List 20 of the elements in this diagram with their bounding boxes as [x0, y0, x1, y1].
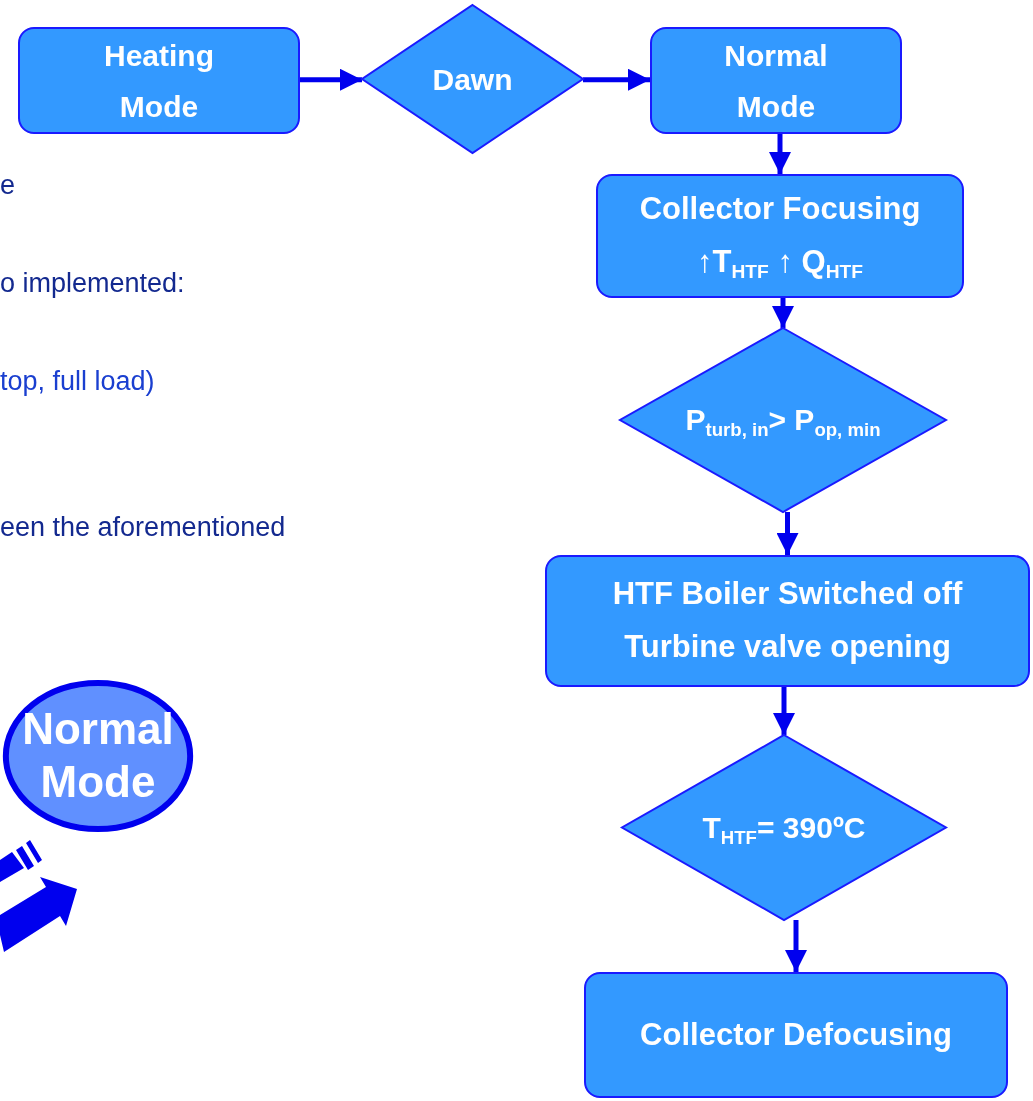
decision-diamond: Dawn: [362, 5, 583, 153]
arrow: [773, 687, 795, 735]
arrow: [772, 298, 794, 328]
arrow: [785, 920, 807, 972]
text-fragment: o implemented:: [0, 268, 185, 299]
arrow: [776, 512, 799, 555]
process-box: HTF Boiler Switched off Turbine valve opening: [545, 555, 1030, 687]
mode-ellipse: Normal Mode: [3, 680, 193, 832]
arrow: [583, 68, 650, 91]
arrow: [769, 134, 791, 174]
process-box: Collector Defocusing: [584, 972, 1008, 1098]
process-box: Heating Mode: [18, 27, 300, 134]
decision-diamond: P$_{turb, in}$> P$_{op, min}$: [620, 328, 946, 512]
text-fragment: een the aforementioned: [0, 512, 286, 543]
process-box: Collector Focusing ↑T$_{HTF}$ ↑ Q$_{HTF}$: [596, 174, 964, 298]
arrow: [300, 68, 362, 91]
text-fragment: e: [0, 170, 16, 201]
decision-diamond: T$_{HTF}$= 390ºC: [622, 735, 946, 920]
process-box: Normal Mode: [650, 27, 902, 134]
text-fragment: top, full load): [0, 366, 155, 397]
